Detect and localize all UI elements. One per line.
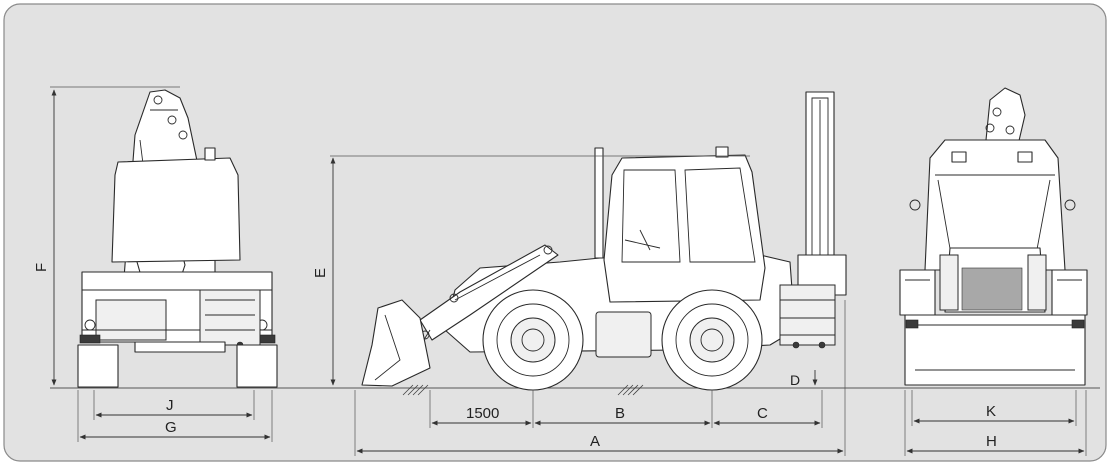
- rear-view: [77, 89, 278, 388]
- radiator-grille: [961, 267, 1023, 311]
- dim-G-label: G: [165, 419, 177, 436]
- dim-1500-label: 1500: [466, 405, 499, 422]
- dim-H-label: H: [986, 433, 997, 450]
- dim-F-label: F: [33, 263, 50, 272]
- side-view: [361, 91, 847, 391]
- dim-D-label: D: [790, 372, 800, 388]
- dim-J-label: J: [166, 397, 174, 414]
- front-view: [899, 87, 1088, 386]
- front-bucket: [904, 314, 1086, 386]
- dim-C-label: C: [757, 405, 768, 422]
- dim-A-label: A: [590, 433, 600, 450]
- loader-bucket: [361, 299, 431, 387]
- dim-K-label: K: [986, 403, 996, 420]
- ground-hatch: [402, 384, 644, 396]
- dim-B-label: B: [615, 405, 625, 422]
- dim-E-label: E: [312, 268, 329, 278]
